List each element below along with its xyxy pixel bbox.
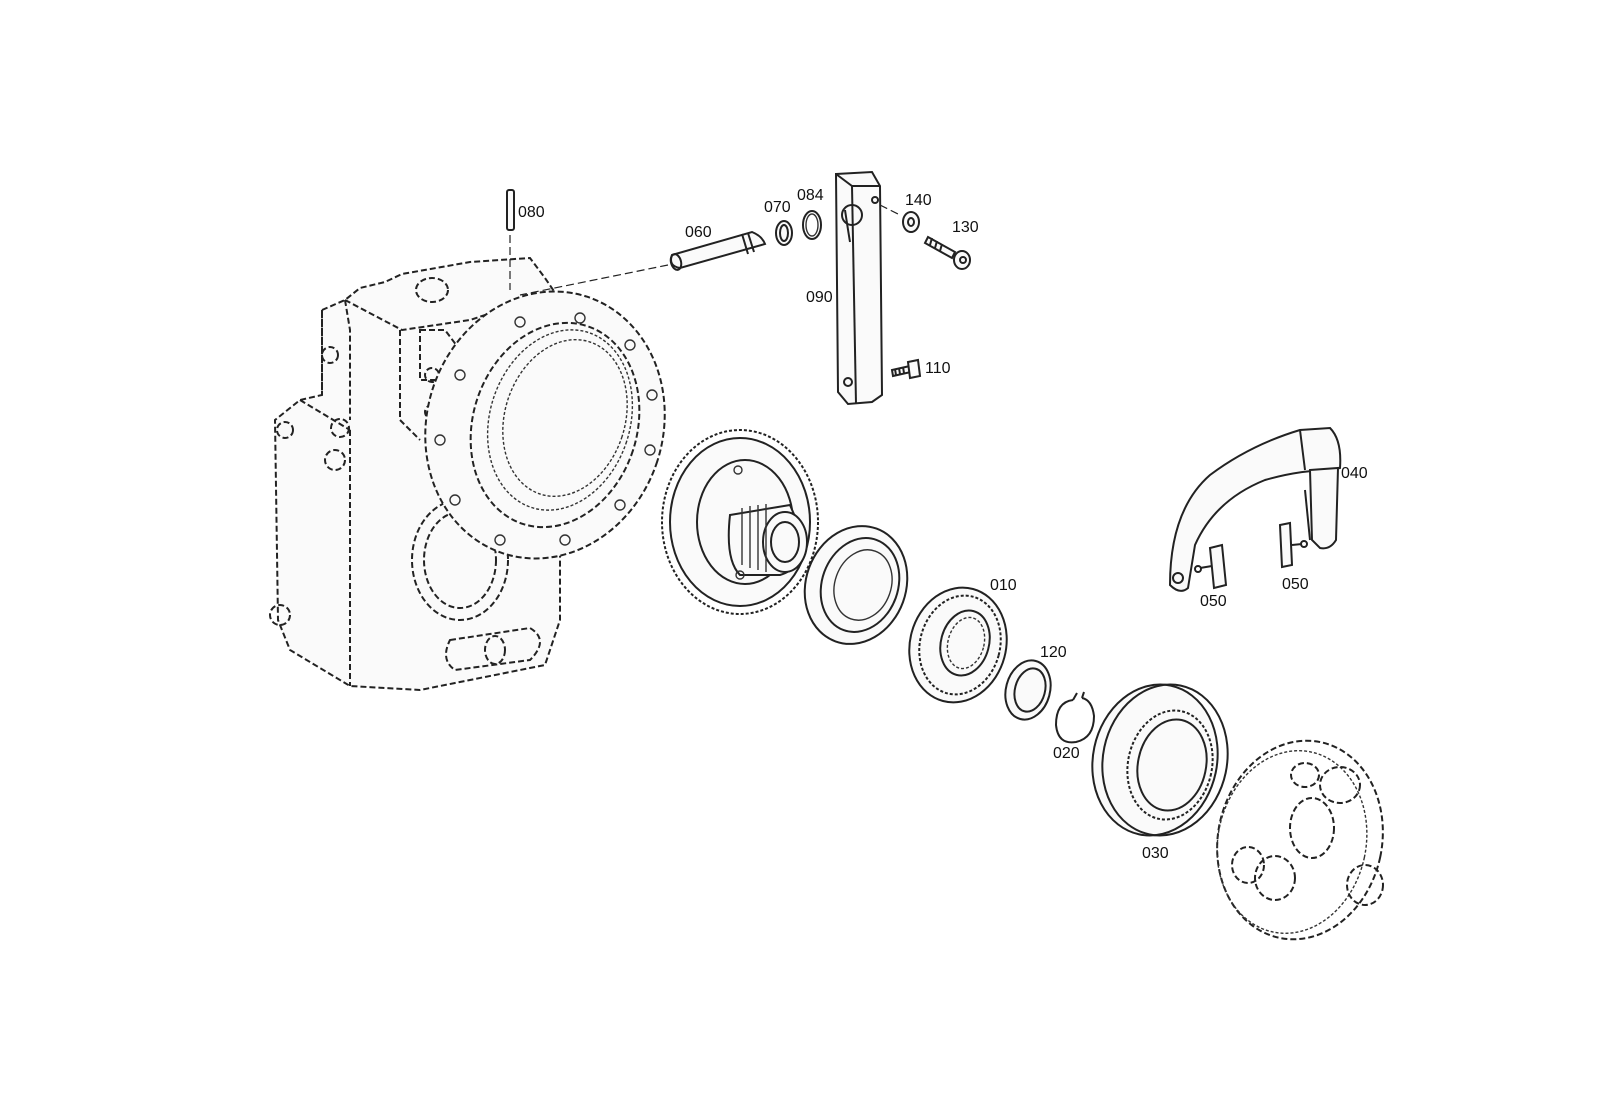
- lever-bar-090: [834, 170, 884, 406]
- callout-030: 030: [1142, 845, 1169, 862]
- callout-060: 060: [685, 224, 712, 241]
- bolt-110: [890, 358, 922, 380]
- callout-020: 020: [1053, 745, 1080, 762]
- planet-carrier: [1216, 739, 1384, 941]
- drive-gear: [661, 429, 819, 615]
- callout-050-right: 050: [1282, 576, 1309, 593]
- ring-070: [775, 220, 793, 246]
- washer-140: [879, 204, 920, 233]
- callout-110: 110: [925, 360, 951, 377]
- sliding-shoe-050-right: [1278, 521, 1308, 569]
- callout-140: 140: [905, 192, 932, 209]
- callout-050-left: 050: [1200, 593, 1227, 610]
- callout-090: 090: [806, 289, 833, 306]
- callout-080: 080: [518, 204, 545, 221]
- roller-bearing: [803, 525, 909, 645]
- callout-070: 070: [764, 199, 791, 216]
- sliding-shoe-050-left: [1194, 543, 1228, 590]
- shaft-060: [519, 230, 767, 296]
- snap-ring-084: [802, 210, 822, 240]
- callout-120: 120: [1040, 644, 1067, 661]
- pin-080: [506, 189, 515, 290]
- shift-fork-040: [1168, 426, 1342, 592]
- callout-130: 130: [952, 219, 979, 236]
- synchro-hub-010: [908, 586, 1008, 704]
- callout-040: 040: [1341, 465, 1368, 482]
- housing-flange-ring: [424, 290, 666, 560]
- callout-084: 084: [797, 187, 824, 204]
- screw-130: [923, 235, 971, 270]
- thrust-ring-120: [1004, 659, 1052, 721]
- snap-ring-020: [1054, 691, 1096, 744]
- callout-010: 010: [990, 577, 1017, 594]
- sliding-sleeve-030: [1091, 683, 1229, 837]
